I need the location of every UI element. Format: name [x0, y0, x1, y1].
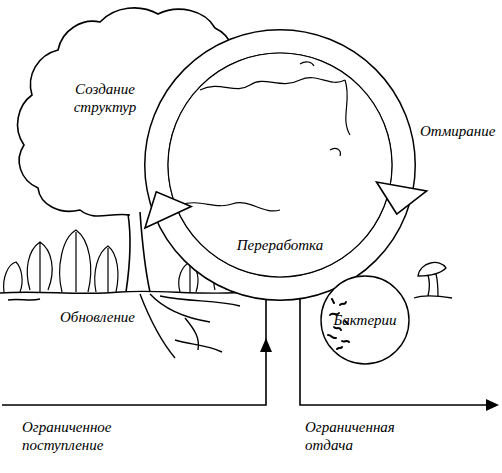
- flow-arrowhead: [260, 338, 272, 352]
- node-text: Бактерии: [333, 311, 396, 329]
- mushroom: [414, 262, 452, 298]
- input-label: Ограниченное поступление: [22, 418, 172, 454]
- dying-label: Отмирание: [420, 122, 498, 140]
- inner-globe: [168, 53, 392, 277]
- flow-line: [2, 300, 266, 405]
- bacteria-circle: Бактерии: [320, 275, 410, 365]
- ring-arrowhead: [372, 182, 427, 218]
- ground-roots: [0, 291, 250, 358]
- cycle-ring-fill: [157, 42, 404, 289]
- structure-label: Создание структур: [60, 80, 150, 116]
- output-label: Ограниченная отдача: [305, 418, 445, 454]
- cycle-ring-outline: [157, 42, 404, 289]
- flow-arrowhead: [486, 399, 499, 411]
- renewal-label: Обновление: [60, 308, 160, 326]
- globe-contours: [180, 62, 350, 211]
- processing-label: Переработка: [222, 236, 338, 254]
- ring-arrowhead: [133, 181, 191, 228]
